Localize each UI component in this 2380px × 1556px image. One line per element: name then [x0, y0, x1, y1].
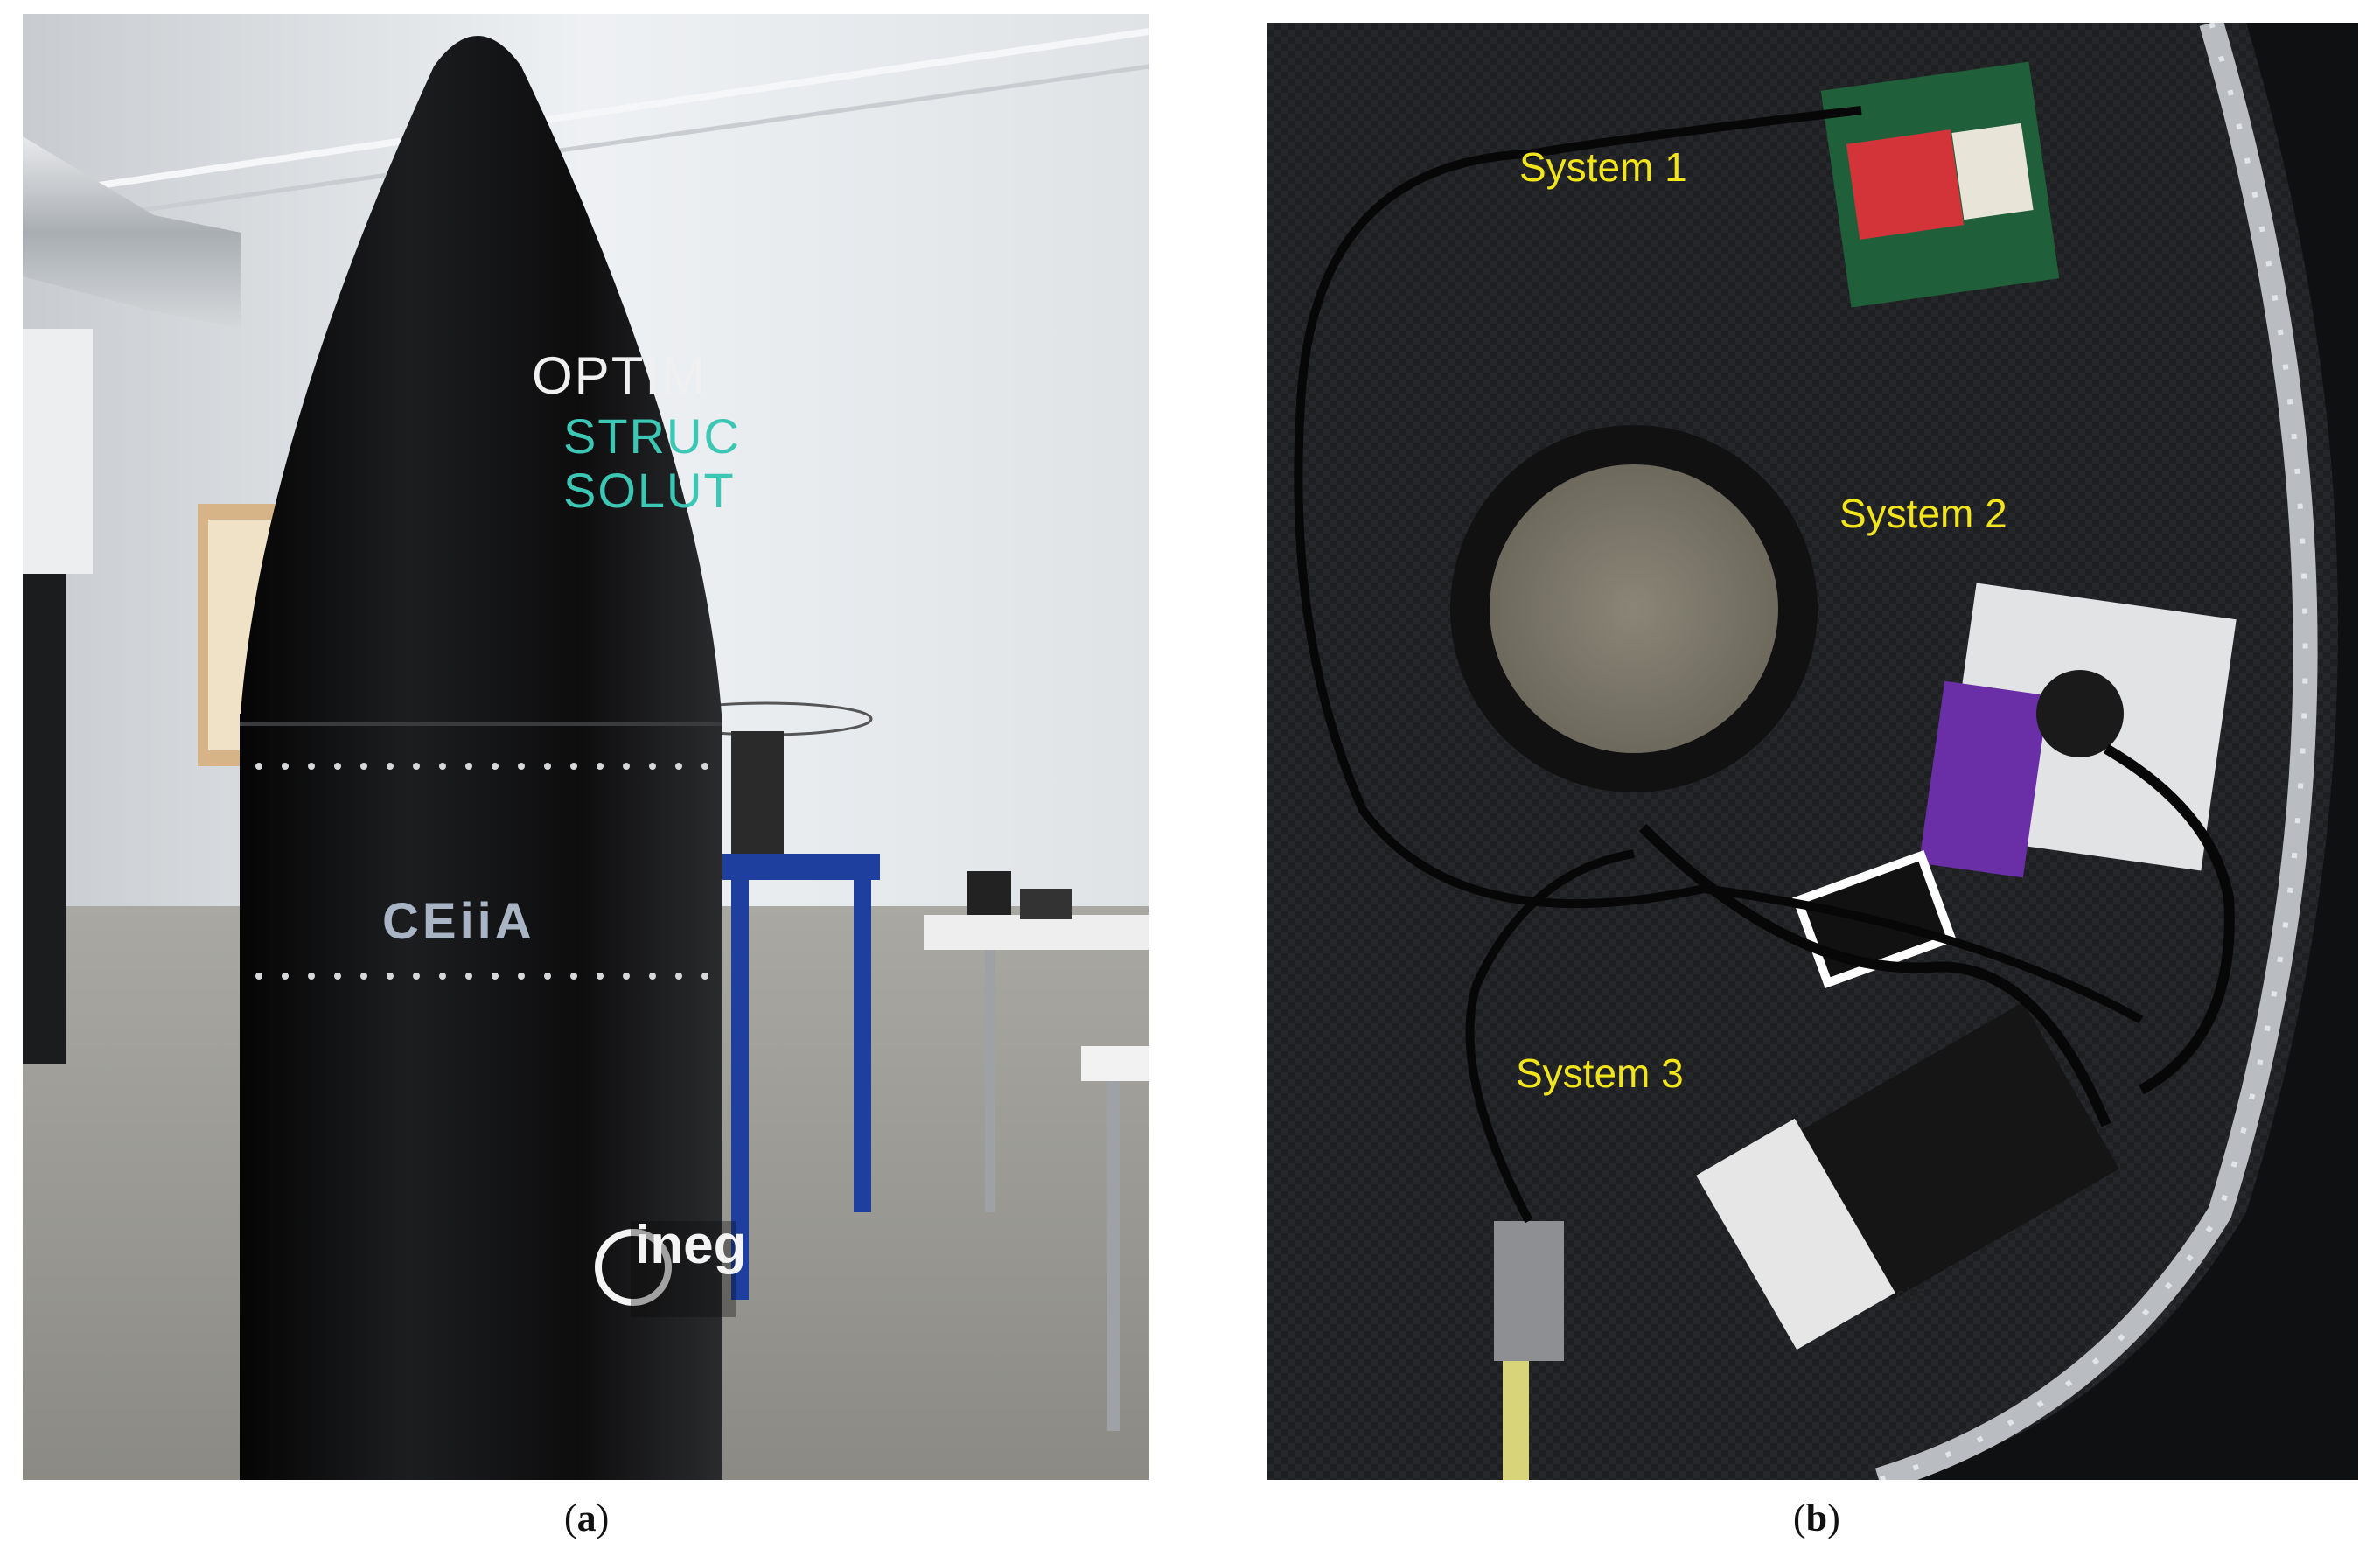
- system-2-label: System 2: [1839, 491, 2007, 536]
- optimal-logo-text: OPTIM: [532, 346, 707, 405]
- caption-b-letter: b: [1805, 1497, 1828, 1539]
- structural-logo-line2: SOLUT: [563, 463, 736, 518]
- photo-internal-systems: obc: [1267, 23, 2358, 1480]
- ceiia-logo-text: CEiiA: [382, 893, 535, 950]
- rocket-scene-illustration: [23, 14, 1149, 1480]
- system-3-label: System 3: [1516, 1050, 1684, 1096]
- caption-a-open: (: [564, 1497, 577, 1539]
- system-1-label: System 1: [1519, 144, 1687, 190]
- caption-b-close: ): [1827, 1497, 1840, 1539]
- caption-a-close: ): [596, 1497, 610, 1539]
- caption-a-letter: a: [576, 1497, 597, 1539]
- inegi-logo-text: ineg: [635, 1215, 747, 1275]
- caption-panel-a: (a): [564, 1496, 609, 1540]
- structural-logo-line1: STRUC: [563, 408, 741, 464]
- photo-rocket-nose-cone: OPTIM STRUC SOLUT CEiiA ineg: [23, 14, 1149, 1480]
- caption-b-open: (: [1793, 1497, 1806, 1539]
- connector-tag-label: obc: [1896, 1286, 1925, 1305]
- caption-panel-b: (b): [1793, 1496, 1840, 1540]
- systems-scene-illustration: [1267, 23, 2358, 1480]
